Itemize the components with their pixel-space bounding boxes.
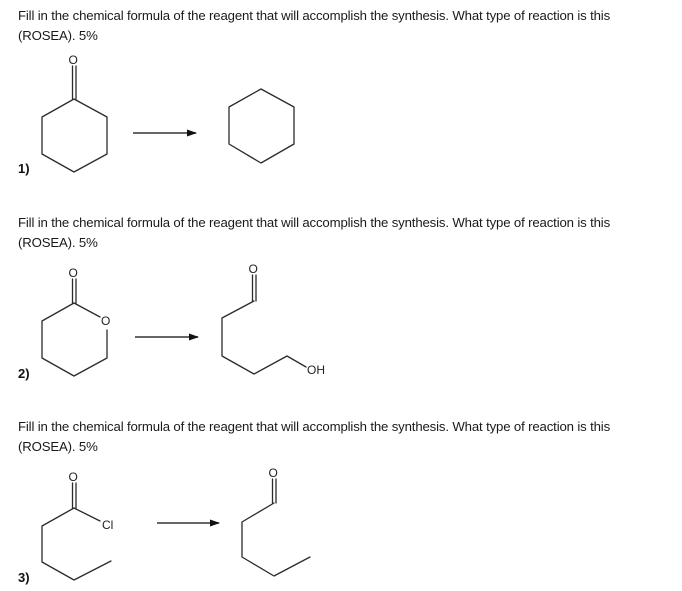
atom-ring-oxygen: O	[101, 314, 110, 328]
question-1-prompt-line1: Fill in the chemical formula of the reag…	[18, 8, 611, 23]
question-3-number: 3)	[18, 570, 30, 585]
reaction-1-reactant-cyclohexanone: O	[41, 53, 108, 173]
reaction-3-reactant-acid-chloride: O Cl	[41, 470, 113, 581]
reaction-1-product-cyclohexane	[228, 88, 295, 164]
question-1-prompt-line2: (ROSEA). 5%	[18, 28, 98, 43]
question-1-prompt: Fill in the chemical formula of the reag…	[18, 6, 668, 46]
atom-aldehyde-oxygen: O	[269, 466, 278, 480]
question-2-number: 2)	[18, 366, 30, 381]
question-3-prompt: Fill in the chemical formula of the reag…	[18, 417, 668, 457]
atom-hydroxyl: OH	[307, 363, 325, 377]
question-2-prompt-line1: Fill in the chemical formula of the reag…	[18, 215, 611, 230]
question-2-prompt: Fill in the chemical formula of the reag…	[18, 213, 668, 253]
atom-oxygen: O	[69, 470, 78, 484]
atom-oxygen: O	[69, 53, 78, 67]
atom-aldehyde-oxygen: O	[249, 262, 258, 276]
question-1-number: 1)	[18, 161, 30, 176]
atom-chlorine: Cl	[102, 518, 113, 532]
atom-carbonyl-oxygen: O	[69, 266, 78, 280]
reaction-2-reactant-lactone: O O	[41, 266, 110, 377]
reaction-2-product-hydroxypentanal: O OH	[221, 262, 325, 377]
question-3-prompt-line1: Fill in the chemical formula of the reag…	[18, 419, 611, 434]
question-3-prompt-line2: (ROSEA). 5%	[18, 439, 98, 454]
reaction-3-product-pentanal: O	[241, 466, 311, 577]
question-2-prompt-line2: (ROSEA). 5%	[18, 235, 98, 250]
